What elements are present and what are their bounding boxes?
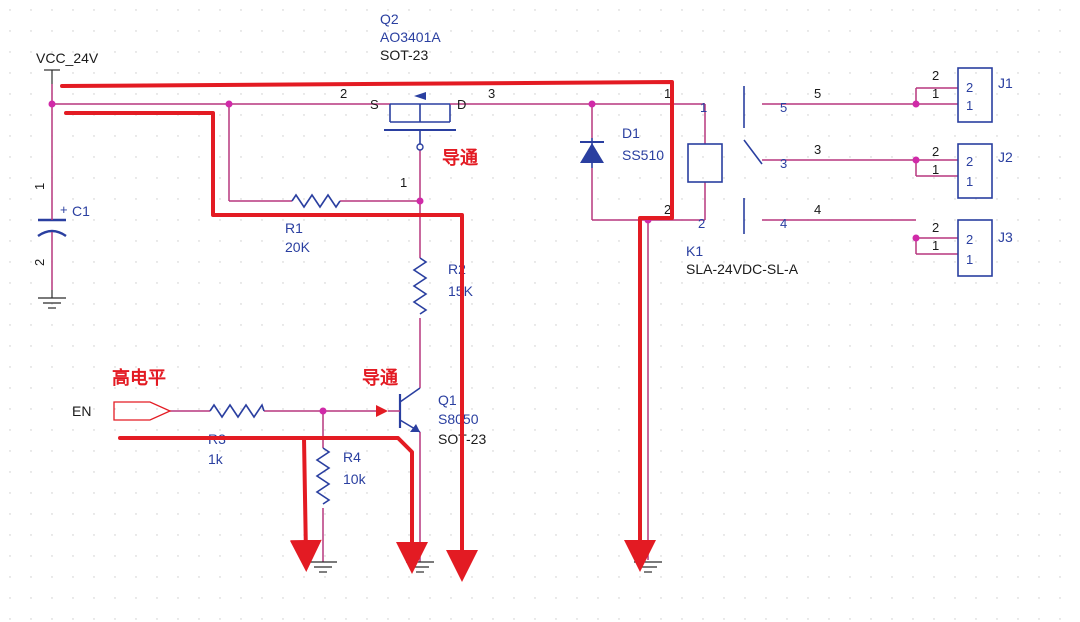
q1-value: S8050: [438, 411, 479, 427]
k1-ref: K1: [686, 243, 703, 259]
svg-text:1: 1: [932, 86, 939, 101]
svg-text:2: 2: [966, 80, 973, 95]
q2-pin-d: D: [457, 97, 466, 112]
ground-symbol-c1: [38, 290, 66, 309]
en-port: EN: [72, 401, 172, 421]
current-path-base: [118, 436, 428, 574]
r1-ref: R1: [285, 220, 303, 236]
k1-nc-pin: 5: [780, 100, 787, 115]
d1-ref: D1: [622, 125, 640, 141]
q1-ref: Q1: [438, 392, 457, 408]
r4-value: 10k: [343, 471, 367, 487]
k1-com-pin: 3: [780, 156, 787, 171]
connector-j1: 2 1 2 1 J1: [932, 67, 1013, 123]
k1-no-pin: 4: [780, 216, 787, 231]
svg-text:2: 2: [932, 68, 939, 83]
resistor-r4: R4 10k: [315, 447, 367, 505]
k1-net-3: 3: [814, 142, 821, 157]
en-label: EN: [72, 403, 91, 419]
resistor-r1: R1 20K: [285, 193, 341, 255]
k1-coil-net-2: 2: [664, 202, 671, 217]
c1-ref: C1: [72, 203, 90, 219]
j2-ref: J2: [998, 149, 1013, 165]
q2-value: AO3401A: [380, 29, 441, 45]
c1-pin2: 2: [32, 259, 47, 266]
svg-text:1: 1: [966, 174, 973, 189]
j1-ref: J1: [998, 75, 1013, 91]
q2-package: SOT-23: [380, 47, 428, 63]
vcc-label: VCC_24V: [36, 50, 99, 66]
k1-value: SLA-24VDC-SL-A: [686, 261, 799, 277]
svg-text:2: 2: [932, 220, 939, 235]
diode-d1: D1 SS510: [580, 125, 664, 168]
q2-pin-s: S: [370, 97, 379, 112]
k1-net-4: 4: [814, 202, 821, 217]
connector-j3: 2 1 2 1 J3: [932, 219, 1013, 277]
current-path-overlay: [60, 80, 674, 582]
q2-gate-net: 1: [400, 175, 407, 190]
current-path-r4: [289, 436, 322, 572]
annotation-en-high: 高电平: [112, 367, 166, 389]
mosfet-q2: S D Q2 AO3401A SOT-23 2 3 1: [340, 11, 495, 190]
r1-value: 20K: [285, 239, 311, 255]
svg-text:2: 2: [966, 232, 973, 247]
r3-value: 1k: [208, 451, 224, 467]
k1-coil-pin-1: 1: [700, 100, 707, 115]
vcc-power-symbol: VCC_24V: [36, 50, 99, 84]
k1-coil-net-1: 1: [664, 86, 671, 101]
junctions: [48, 100, 920, 415]
d1-value: SS510: [622, 147, 664, 163]
r4-ref: R4: [343, 449, 361, 465]
relay-k1: 1 1 2 2 5 3 4 5 3 4 K1 SLA-24VDC-SL-A: [664, 86, 821, 277]
k1-net-5: 5: [814, 86, 821, 101]
annotation-q1-on: 导通: [362, 368, 398, 389]
q2-source-net: 2: [340, 86, 347, 101]
current-path-gate: [64, 111, 478, 582]
q2-drain-net: 3: [488, 86, 495, 101]
annotation-q2-on: 导通: [442, 148, 478, 169]
svg-text:1: 1: [966, 252, 973, 267]
svg-text:1: 1: [932, 162, 939, 177]
svg-text:+: +: [60, 202, 68, 217]
k1-coil-pin-2: 2: [698, 216, 705, 231]
svg-text:2: 2: [932, 144, 939, 159]
c1-pin1: 1: [32, 183, 47, 190]
connector-j2: 2 1 2 1 J2: [932, 143, 1013, 199]
q2-ref: Q2: [380, 11, 399, 27]
svg-text:1: 1: [966, 98, 973, 113]
j3-ref: J3: [998, 229, 1013, 245]
svg-text:1: 1: [932, 238, 939, 253]
current-path-relay: [60, 80, 674, 572]
capacitor-c1: + C1 1 2: [32, 183, 90, 290]
svg-text:2: 2: [966, 154, 973, 169]
